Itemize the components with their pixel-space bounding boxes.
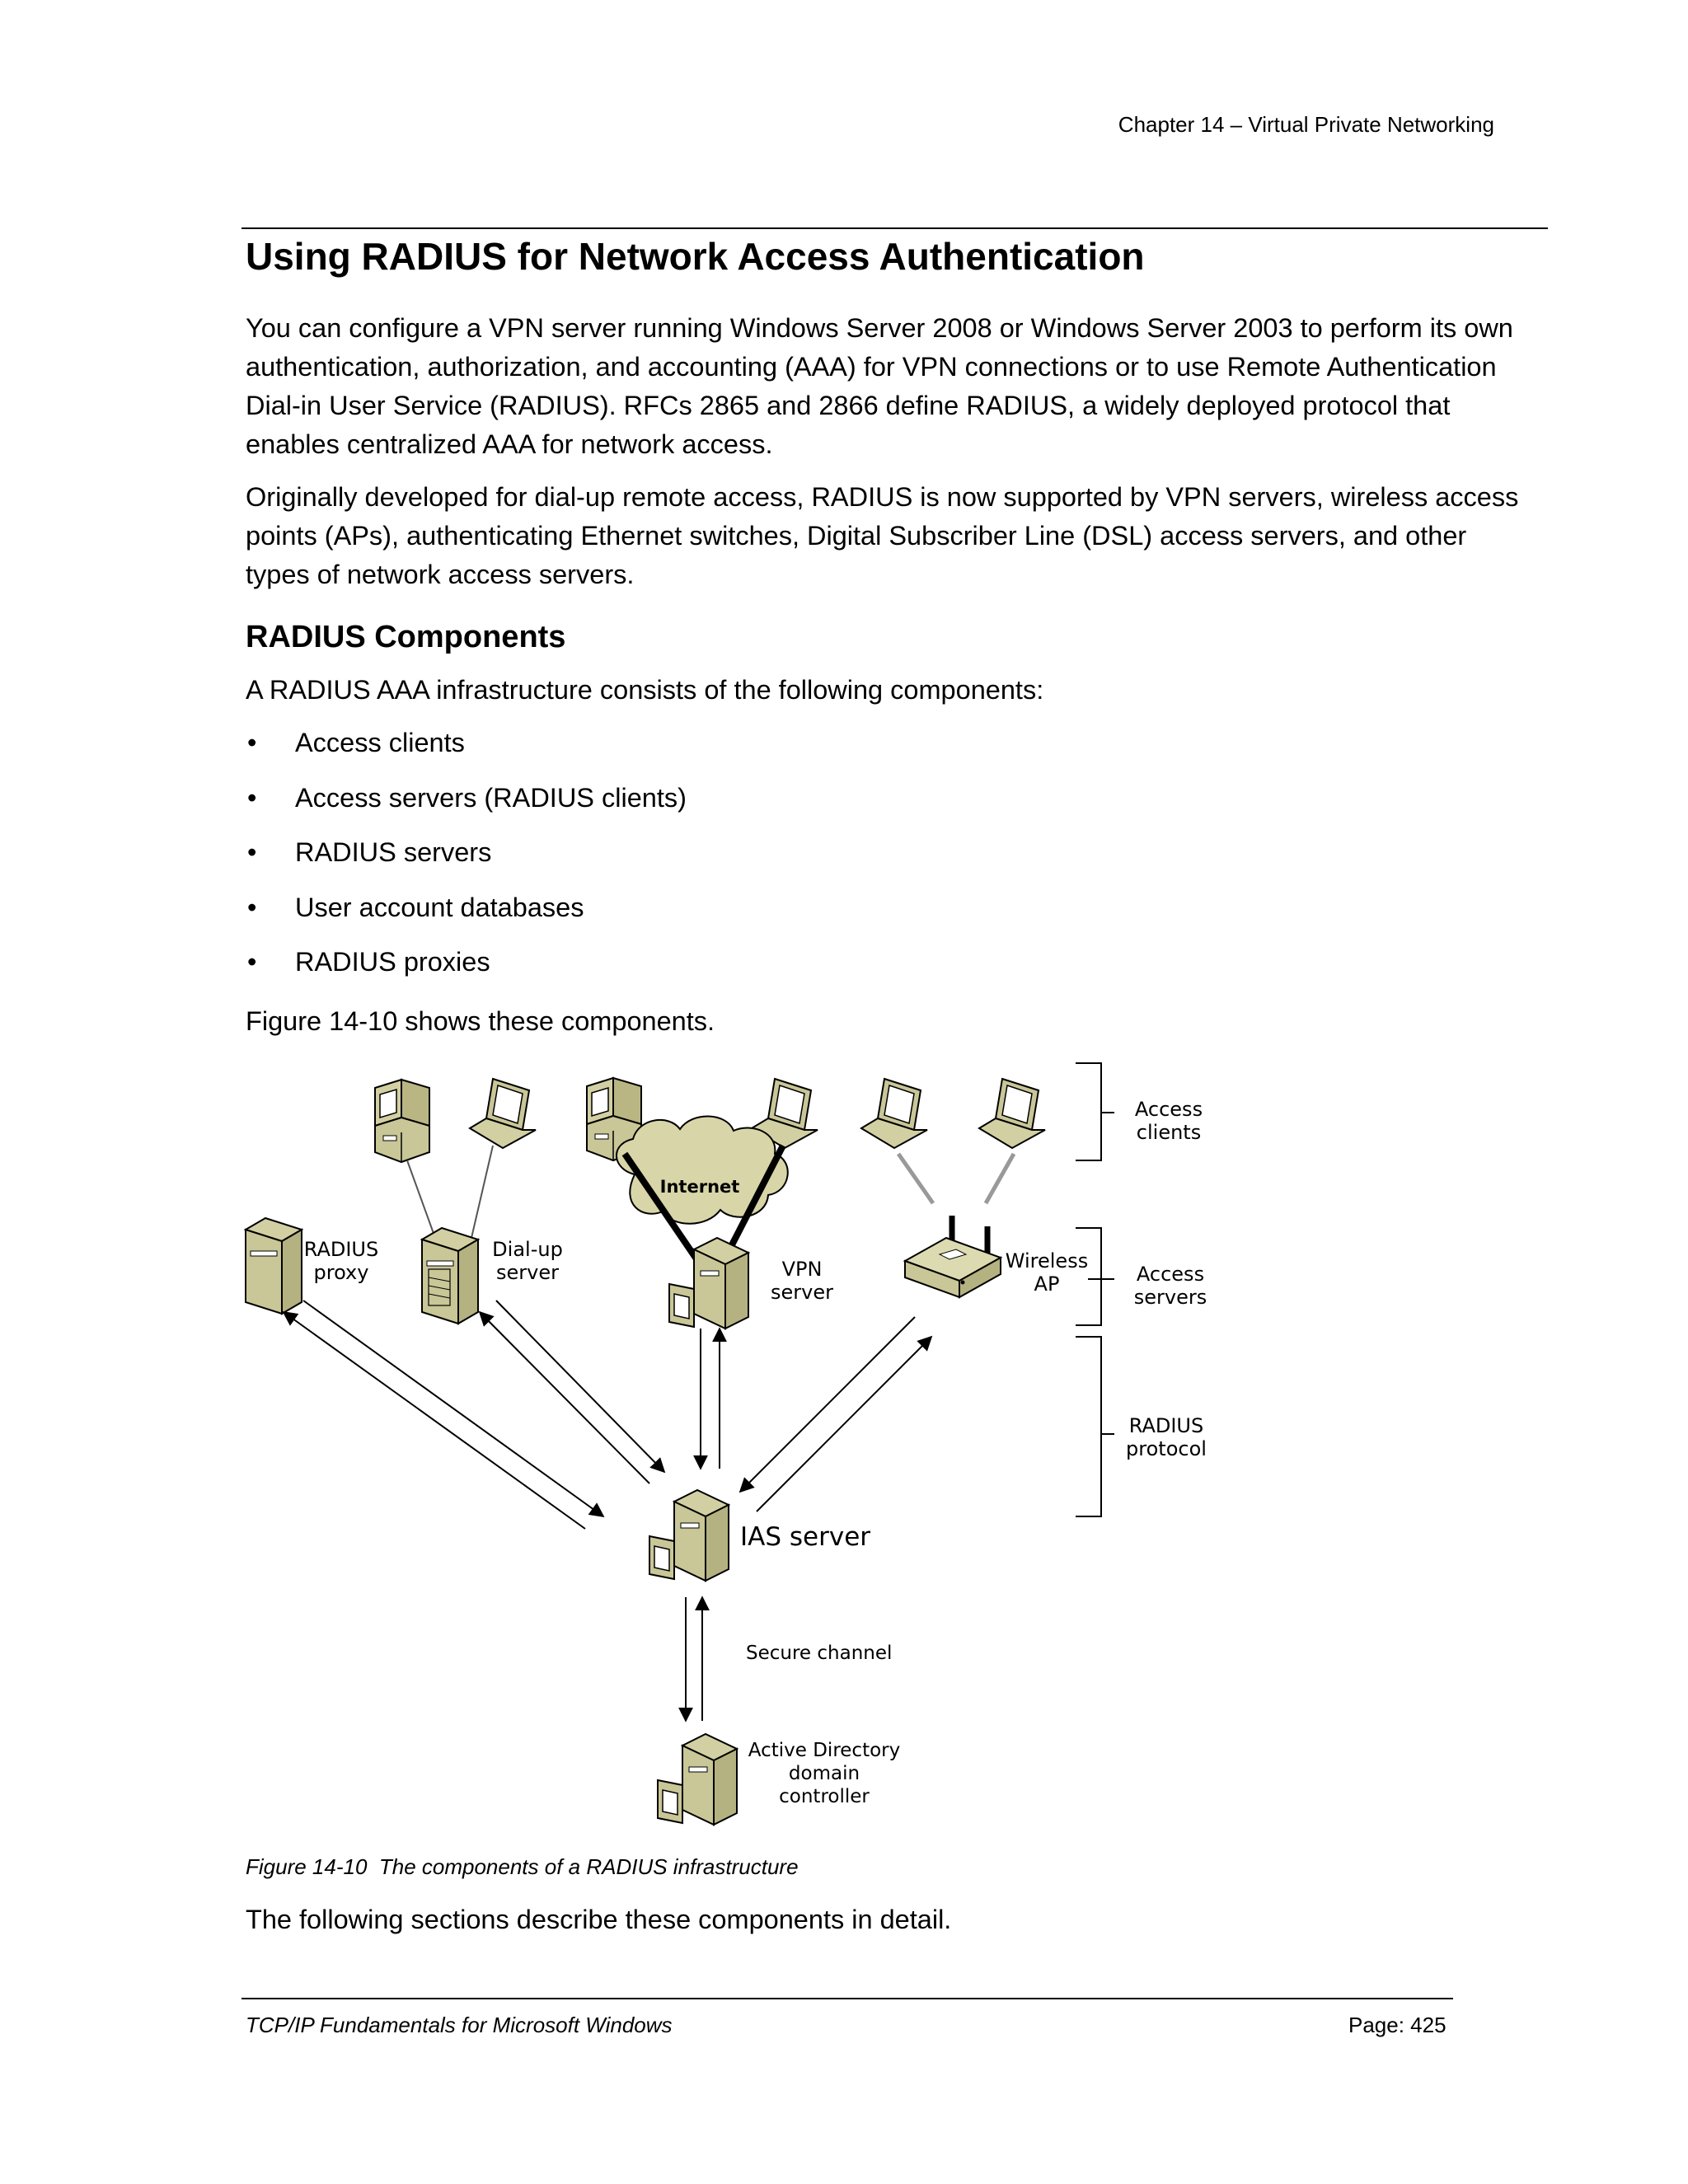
- header-rule: [241, 227, 1548, 229]
- bullet-glyph: •: [247, 892, 257, 922]
- wireless-link: [896, 1152, 935, 1205]
- domain-controller-label: domain: [789, 1763, 860, 1784]
- dialup-link: [471, 1145, 494, 1239]
- bullet-glyph: •: [247, 947, 257, 977]
- radius-proxy-label: proxy: [314, 1261, 369, 1284]
- bracket-access-clients: [1076, 1062, 1114, 1161]
- section-intro: A RADIUS AAA infrastructure consists of …: [246, 675, 1044, 705]
- radius-proxy-label: RADIUS: [304, 1238, 378, 1261]
- bracket-label-access-servers: servers: [1134, 1286, 1207, 1309]
- bracket-label-radius-protocol: RADIUS: [1129, 1414, 1203, 1437]
- list-item-text: RADIUS servers: [295, 837, 492, 867]
- domain-controller-icon: [657, 1733, 738, 1825]
- section-heading: RADIUS Components: [246, 620, 566, 654]
- wireless-ap-label: Wireless: [1006, 1249, 1088, 1272]
- wireless-ap-label: AP: [1034, 1272, 1060, 1296]
- vpn-tunnel-link: [720, 1144, 786, 1263]
- dialup-server-label: Dial-up: [492, 1238, 563, 1261]
- bracket-label-access-clients: Access: [1135, 1098, 1203, 1121]
- internet-label: Internet: [660, 1177, 740, 1197]
- bracket-label-access-servers: Access: [1137, 1263, 1204, 1286]
- list-item: • Access clients: [246, 724, 687, 779]
- vpn-tunnel-link: [621, 1151, 704, 1268]
- component-list: • Access clients • Access servers (RADIUS …: [246, 724, 687, 998]
- vpn-server-icon: [668, 1237, 749, 1329]
- access-client-laptop-icon: [469, 1078, 537, 1149]
- secure-channel-arrows: [678, 1596, 710, 1722]
- dialup-modem-icon: [428, 1268, 451, 1306]
- secure-channel-label: Secure channel: [746, 1643, 892, 1664]
- dialup-server-label: server: [496, 1261, 559, 1284]
- list-item-text: RADIUS proxies: [295, 947, 490, 977]
- dialup-link: [406, 1160, 436, 1239]
- body-paragraph: You can configure a VPN server running W…: [246, 313, 1513, 459]
- list-item-text: Access clients: [295, 728, 465, 757]
- vpn-server-label: VPN: [782, 1258, 823, 1281]
- footer-rule: [241, 1998, 1453, 1999]
- footer-page-number: Page: 425: [1348, 2013, 1447, 2037]
- bullet-glyph: •: [247, 782, 257, 813]
- radius-arrows: [282, 1300, 933, 1530]
- bracket-label-access-clients: clients: [1137, 1121, 1201, 1144]
- closing-paragraph: The following sections describe these co…: [246, 1905, 952, 1934]
- running-header: Chapter 14 – Virtual Private Networking: [1118, 112, 1494, 137]
- list-item-text: Access servers (RADIUS clients): [295, 782, 687, 813]
- vpn-server-label: server: [771, 1281, 833, 1304]
- bracket-radius-protocol: [1076, 1336, 1114, 1517]
- bullet-glyph: •: [247, 728, 257, 757]
- list-item: • Access servers (RADIUS clients): [246, 779, 687, 834]
- bracket-access-servers: [1076, 1227, 1114, 1326]
- bullet-glyph: •: [247, 837, 257, 867]
- figure-reference: Figure 14-10 shows these components.: [246, 1006, 715, 1036]
- list-item: • RADIUS proxies: [246, 943, 687, 998]
- page-title: Using RADIUS for Network Access Authenti…: [246, 235, 1145, 278]
- access-client-desktop-icon: [374, 1079, 430, 1163]
- list-item: • RADIUS servers: [246, 833, 687, 888]
- domain-controller-label: Active Directory: [748, 1740, 900, 1761]
- body-paragraph: Originally developed for dial-up remote …: [246, 482, 1519, 589]
- domain-controller-label: controller: [779, 1786, 870, 1807]
- radius-diagram: Internet RADIUS proxy Dial-up server VPN…: [245, 1062, 1207, 1825]
- radius-proxy-icon: [245, 1217, 302, 1315]
- wireless-link: [983, 1152, 1016, 1205]
- list-item-text: User account databases: [295, 892, 584, 922]
- access-client-laptop-icon: [978, 1078, 1046, 1149]
- list-item: • User account databases: [246, 888, 687, 944]
- wireless-ap-icon: [903, 1216, 1003, 1299]
- ias-server-label: IAS server: [740, 1522, 870, 1552]
- figure-caption: Figure 14-10 The components of a RADIUS …: [246, 1854, 799, 1879]
- internet-cloud-icon: [616, 1115, 789, 1225]
- footer-book-title: TCP/IP Fundamentals for Microsoft Window…: [246, 2013, 673, 2037]
- ias-server-icon: [649, 1489, 729, 1582]
- access-client-laptop-icon: [860, 1078, 928, 1149]
- bracket-label-radius-protocol: protocol: [1126, 1437, 1207, 1460]
